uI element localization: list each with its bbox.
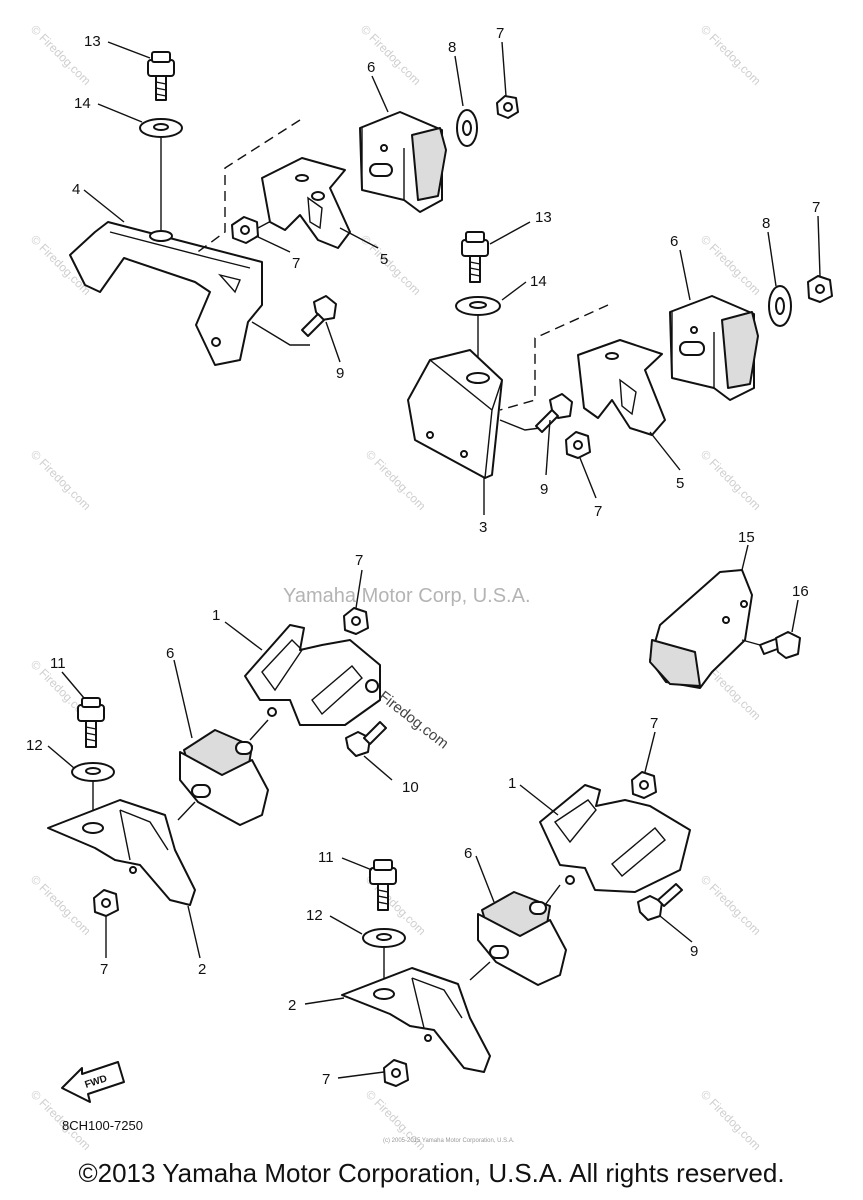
callout-1: 1 <box>508 775 516 792</box>
callout-1: 1 <box>212 607 220 624</box>
watermark-text: © Firedog.com <box>698 1087 764 1153</box>
mount-6-shape <box>359 111 447 213</box>
callout-14: 14 <box>530 273 547 290</box>
watermark-text: © Firedog.com <box>28 872 94 938</box>
center-watermark: Yamaha Motor Corp, U.S.A. <box>283 585 531 607</box>
bolt-11-shape <box>369 859 397 911</box>
callout-6: 6 <box>464 845 472 862</box>
bracket-3-shape <box>407 349 503 479</box>
watermark-text: © Firedog.com <box>363 447 429 513</box>
assembly-bottom-left <box>47 607 387 917</box>
watermark-text: © Firedog.com <box>28 447 94 513</box>
callout-9: 9 <box>540 481 548 498</box>
callout-10: 10 <box>402 779 419 796</box>
leader-lines <box>47 41 821 1079</box>
nut-7-shape <box>343 607 369 635</box>
nut-7-shape <box>631 771 657 799</box>
nut-7-shape <box>93 889 119 917</box>
callout-7: 7 <box>100 961 108 978</box>
bracket-2-shape <box>341 967 491 1073</box>
callout-12: 12 <box>306 907 323 924</box>
nut-7-shape <box>565 431 591 459</box>
callout-7: 7 <box>292 255 300 272</box>
firedog-watermark: Firedog.com <box>376 688 452 753</box>
callout-5: 5 <box>380 251 388 268</box>
callout-9: 9 <box>690 943 698 960</box>
callout-6: 6 <box>670 233 678 250</box>
watermark-text: © Firedog.com <box>358 22 424 88</box>
callout-8: 8 <box>762 215 770 232</box>
bracket-1-shape <box>539 784 691 893</box>
mount-6-shape <box>477 891 567 986</box>
watermark-text: © Firedog.com <box>698 22 764 88</box>
bolt-9-shape <box>301 295 337 337</box>
copyright-footer: ©2013 Yamaha Motor Corporation, U.S.A. A… <box>78 1158 785 1188</box>
callout-11: 11 <box>318 849 334 866</box>
assembly-top-right <box>407 231 833 515</box>
callout-6: 6 <box>367 59 375 76</box>
diagram-code: 8CH100-7250 <box>62 1118 143 1133</box>
small-print: (c) 2005-2015 Yamaha Motor Corporation, … <box>383 1138 515 1144</box>
callout-3: 3 <box>479 519 487 536</box>
bracket-5-shape <box>577 339 666 436</box>
washer-12-shape <box>362 928 406 948</box>
watermark-text: © Firedog.com <box>698 872 764 938</box>
assembly-bottom-right <box>341 569 801 1087</box>
washer-14-shape <box>455 296 501 316</box>
callout-7: 7 <box>322 1071 330 1088</box>
callout-5: 5 <box>676 475 684 492</box>
mount-6-shape <box>179 729 269 826</box>
nut-7-shape <box>383 1059 409 1087</box>
washer-14-shape <box>139 118 183 138</box>
callout-12: 12 <box>26 737 43 754</box>
callout-16: 16 <box>792 583 809 600</box>
callout-7: 7 <box>650 715 658 732</box>
nut-7-shape <box>231 216 259 244</box>
watermark-text: © Firedog.com <box>698 232 764 298</box>
callout-13: 13 <box>535 209 552 226</box>
callout-2: 2 <box>198 961 206 978</box>
callout-9: 9 <box>336 365 344 382</box>
washer-8-shape <box>456 109 478 147</box>
bolt-13-shape <box>461 231 489 283</box>
watermark-text: © Firedog.com <box>698 447 764 513</box>
bracket-5-shape <box>261 157 351 249</box>
mount-6-shape <box>669 295 759 401</box>
washer-12-shape <box>71 762 115 782</box>
assembly-top-left <box>69 51 519 366</box>
callout-14: 14 <box>74 95 91 112</box>
bolt-9-shape <box>535 393 573 433</box>
callout-7: 7 <box>496 25 504 42</box>
nut-7-shape <box>496 95 519 119</box>
callout-6: 6 <box>166 645 174 662</box>
bolt-11-shape <box>77 697 105 748</box>
bolt-9-shape <box>637 883 683 921</box>
callout-4: 4 <box>72 181 80 198</box>
callout-13: 13 <box>84 33 101 50</box>
stopper-15-shape <box>649 569 753 689</box>
bolt-13-shape <box>147 51 175 101</box>
callout-7: 7 <box>355 552 363 569</box>
washer-8-shape <box>768 285 792 327</box>
callout-2: 2 <box>288 997 296 1014</box>
bolt-16-shape <box>759 631 801 659</box>
callout-7: 7 <box>594 503 602 520</box>
callout-8: 8 <box>448 39 456 56</box>
bolt-10-shape <box>345 721 387 757</box>
callout-7: 7 <box>812 199 820 216</box>
bracket-2-shape <box>47 799 196 906</box>
nut-7-shape <box>807 275 833 303</box>
callout-15: 15 <box>738 529 755 546</box>
callout-11: 11 <box>50 655 66 672</box>
bracket-1-shape <box>244 624 381 726</box>
bracket-4-shape <box>69 221 263 366</box>
callouts: 13 14 4 6 8 7 7 5 9 13 14 6 8 7 9 7 5 3 … <box>26 25 820 1088</box>
fwd-arrow: FWD <box>61 1061 125 1103</box>
